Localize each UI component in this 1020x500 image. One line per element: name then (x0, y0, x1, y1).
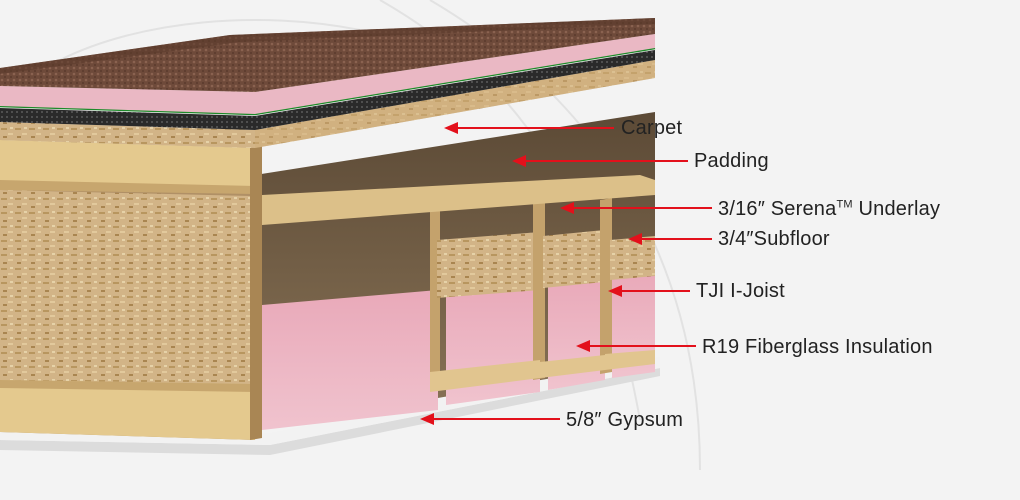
label-padding: Padding (694, 150, 769, 172)
label-underlay-prefix: 3/16″ Serena (718, 198, 837, 220)
label-underlay-suffix: Underlay (852, 198, 941, 220)
interior-joists (262, 175, 655, 392)
front-i-joist (0, 140, 262, 440)
label-gypsum: 5/8″ Gypsum (566, 409, 684, 431)
label-insulation: R19 Fiberglass Insulation (702, 336, 933, 358)
subfloor-layer (0, 60, 655, 148)
leader-arrows (420, 122, 712, 425)
carpet-layer (0, 18, 655, 92)
gypsum-layer (0, 357, 660, 455)
label-underlay: 3/16″ SerenaTM Underlay (718, 198, 940, 221)
label-joist: TJI I-Joist (696, 280, 785, 302)
label-carpet: Carpet (621, 117, 683, 139)
padding-layer (0, 34, 655, 114)
label-subfloor: 3/4″Subfloor (718, 228, 830, 250)
trademark-mark: TM (836, 198, 853, 211)
